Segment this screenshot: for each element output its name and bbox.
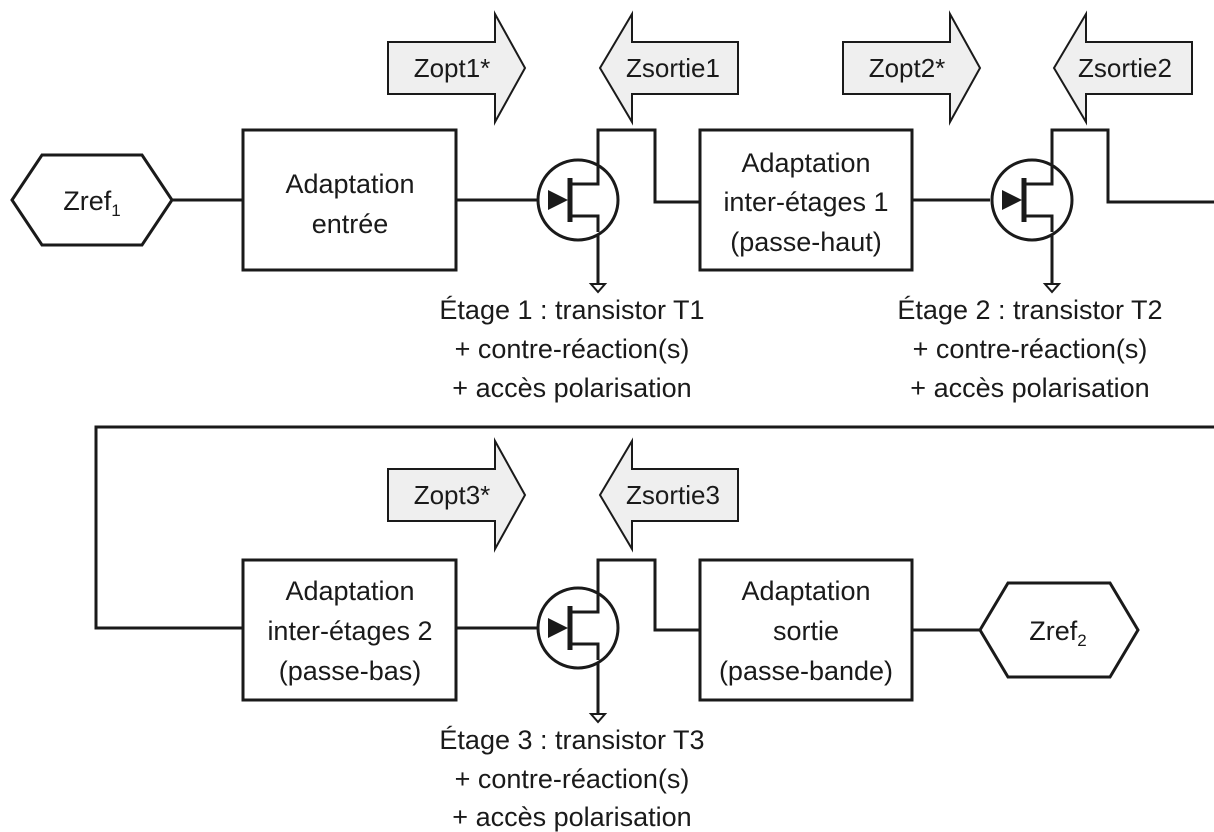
stage1-caption-line1: Étage 1 : transistor T1 bbox=[439, 295, 704, 325]
arrow-zsortie2: Zsortie2 bbox=[1052, 10, 1193, 126]
arrow-zopt1: Zopt1* bbox=[387, 10, 527, 126]
connection-wires bbox=[94, 128, 1214, 714]
block-interstage2-line2: inter-étages 2 bbox=[267, 616, 432, 646]
stage3-caption-line3: + accès polarisation bbox=[452, 802, 691, 832]
arrow-zopt3: Zopt3* bbox=[387, 437, 527, 553]
block-interstage2-line3: (passe-bas) bbox=[279, 656, 422, 686]
arrow-zopt2-label: Zopt2* bbox=[869, 53, 946, 83]
block-output-match: Adaptation sortie (passe-bande) bbox=[698, 558, 914, 702]
arrow-zopt3-label: Zopt3* bbox=[414, 480, 491, 510]
block-input-match-line1: Adaptation bbox=[285, 169, 414, 199]
stage2-caption-line1: Étage 2 : transistor T2 bbox=[897, 295, 1162, 325]
arrow-zsortie1-label: Zsortie1 bbox=[626, 53, 720, 83]
block-input-match: Adaptation entrée bbox=[241, 128, 458, 272]
block-interstage1: Adaptation inter-étages 1 (passe-haut) bbox=[698, 128, 914, 272]
arrow-zopt1-label: Zopt1* bbox=[414, 53, 491, 83]
port-zref2: Zref2 bbox=[978, 581, 1140, 679]
stage3-caption-line1: Étage 3 : transistor T3 bbox=[439, 725, 704, 755]
stage1-caption-line3: + accès polarisation bbox=[452, 373, 691, 403]
stage2-caption: Étage 2 : transistor T2 + contre-réactio… bbox=[897, 295, 1162, 403]
transistor-icon bbox=[990, 158, 1074, 242]
port-zref2-label: Zref2 bbox=[1029, 616, 1086, 650]
port-zref1: Zref1 bbox=[10, 153, 174, 247]
arrow-zsortie2-label: Zsortie2 bbox=[1078, 53, 1172, 83]
transistor-icon bbox=[536, 586, 620, 670]
ground-icon bbox=[1042, 283, 1062, 294]
block-interstage1-line1: Adaptation bbox=[741, 148, 870, 178]
arrow-zsortie3: Zsortie3 bbox=[598, 437, 739, 553]
ground-icon bbox=[588, 713, 608, 724]
stage1-caption-line2: + contre-réaction(s) bbox=[455, 334, 690, 364]
ground-icon bbox=[588, 283, 608, 294]
arrow-zopt2: Zopt2* bbox=[842, 10, 982, 126]
block-output-match-line1: Adaptation bbox=[741, 576, 870, 606]
transistor-icon bbox=[536, 158, 620, 242]
stage3-caption: Étage 3 : transistor T3 + contre-réactio… bbox=[439, 725, 704, 832]
arrow-zsortie3-label: Zsortie3 bbox=[626, 480, 720, 510]
port-zref1-label: Zref1 bbox=[63, 186, 120, 220]
block-input-match-line2: entrée bbox=[312, 209, 389, 239]
stage3-caption-line2: + contre-réaction(s) bbox=[455, 764, 690, 794]
stage2-caption-line2: + contre-réaction(s) bbox=[913, 334, 1148, 364]
block-interstage2: Adaptation inter-étages 2 (passe-bas) bbox=[241, 558, 458, 702]
stage1-caption: Étage 1 : transistor T1 + contre-réactio… bbox=[439, 295, 704, 403]
block-interstage1-line2: inter-étages 1 bbox=[723, 187, 888, 217]
block-interstage2-line1: Adaptation bbox=[285, 576, 414, 606]
arrow-zsortie1: Zsortie1 bbox=[598, 10, 739, 126]
stage2-caption-line3: + accès polarisation bbox=[910, 373, 1149, 403]
block-output-match-line3: (passe-bande) bbox=[719, 656, 893, 686]
block-output-match-line2: sortie bbox=[773, 616, 839, 646]
block-interstage1-line3: (passe-haut) bbox=[730, 227, 882, 257]
